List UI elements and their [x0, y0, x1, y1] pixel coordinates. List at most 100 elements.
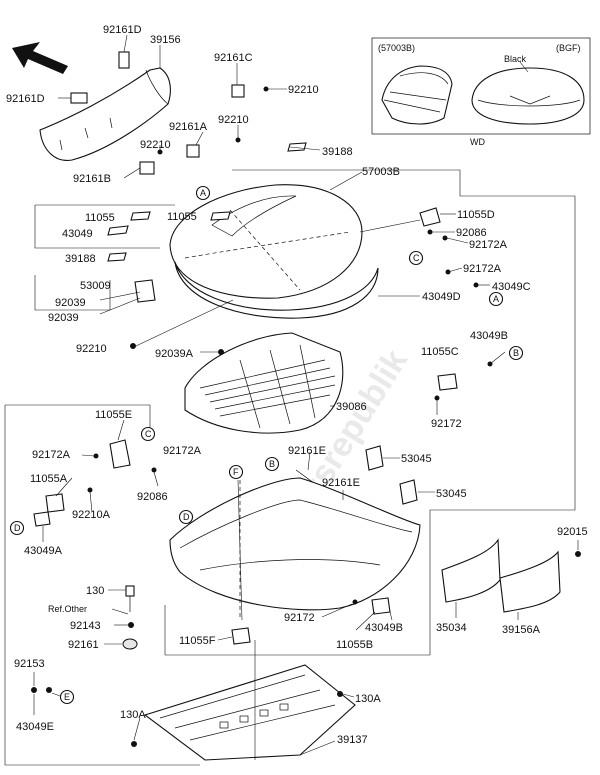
front-direction-arrow	[12, 42, 68, 74]
inset-note: WD	[470, 137, 485, 147]
lid-inner-panel-39156	[39, 67, 171, 161]
label-92172-b: 92172	[284, 612, 315, 624]
label-92172A-b: 92172A	[463, 263, 502, 275]
buckle-53045-a	[365, 445, 384, 471]
label-39188-a: 39188	[322, 146, 353, 158]
label-11055D: 11055D	[457, 209, 495, 221]
label-92161: 92161	[68, 639, 99, 651]
stay-11055-a	[130, 211, 151, 221]
screw-92210A	[87, 487, 93, 493]
clip-92161D-top	[118, 51, 130, 69]
group-frame-case	[4, 405, 200, 766]
label-92210-d: 92210	[76, 343, 107, 355]
inset-color-name: Black	[504, 54, 527, 64]
label-130A-a: 130A	[120, 709, 146, 721]
label-11055A: 11055A	[30, 473, 68, 485]
pin-92172A-c	[93, 453, 99, 459]
label-39156A: 39156A	[502, 624, 541, 636]
label-35034: 35034	[436, 622, 467, 634]
ref-circle-B-right: B	[508, 345, 524, 361]
nut-43049E	[46, 687, 52, 693]
reflector-35034	[441, 538, 501, 603]
group-frame-lid	[164, 169, 576, 656]
label-53045-b: 53045	[436, 488, 467, 500]
label-39086: 39086	[336, 401, 367, 413]
label-92086-a: 92086	[456, 227, 487, 239]
label-92172A-a: 92172A	[469, 239, 508, 251]
part-labels: 92161D 39156 92161D 92161C 92210 92161A …	[6, 24, 588, 746]
label-57003B: 57003B	[362, 166, 400, 178]
ref-circle-D-left: D	[9, 520, 25, 536]
label-43049: 43049	[62, 228, 93, 240]
lid-seal-43049D	[174, 261, 379, 319]
label-43049E: 43049E	[16, 721, 54, 733]
label-43049B-b: 43049B	[365, 622, 403, 634]
bracket-11055F	[231, 627, 251, 645]
color-variant-inset: (57003B) (BGF) Black WD	[371, 37, 591, 147]
group-frame-hinge	[34, 204, 175, 249]
svg-text:D: D	[183, 512, 190, 522]
label-39188-b: 39188	[65, 253, 96, 265]
svg-text:B: B	[269, 459, 275, 469]
clip-92161B	[139, 149, 163, 175]
label-11055E: 11055E	[95, 409, 132, 421]
screw-92210-d	[130, 343, 136, 349]
ref-circle-D-case: D	[178, 509, 194, 525]
top-case-body	[169, 477, 421, 620]
ref-circle-C-upper: C	[408, 250, 424, 266]
inset-color-code: (BGF)	[556, 43, 581, 53]
label-39137: 39137	[337, 734, 368, 746]
label-92161D-top: 92161D	[103, 24, 142, 36]
hinge-53009	[99, 279, 156, 315]
label-11055-b: 11055	[167, 211, 197, 223]
label-92210-b: 92210	[218, 114, 249, 126]
screw-92153	[31, 687, 37, 693]
label-53045-a: 53045	[401, 453, 432, 465]
clip-92161A	[186, 137, 241, 158]
label-92172A-c: 92172A	[32, 449, 71, 461]
label-92153: 92153	[14, 658, 45, 670]
ref-circle-A-right: A	[488, 291, 504, 307]
clip-92161C	[231, 84, 269, 98]
svg-text:A: A	[200, 188, 206, 198]
base-plate-39137	[143, 664, 356, 761]
bolt-130	[125, 585, 135, 612]
label-92143: 92143	[70, 620, 101, 632]
label-92161E-a: 92161E	[288, 445, 326, 457]
group-frame-hinge-lower	[34, 275, 111, 311]
bracket-11055A	[45, 493, 65, 513]
label-130: 130	[86, 585, 104, 597]
svg-text:C: C	[145, 429, 152, 439]
inner-liner-39086	[184, 332, 344, 434]
clip-39188-b	[107, 252, 127, 262]
inset-part-code: (57003B)	[378, 43, 415, 53]
label-39156: 39156	[150, 34, 181, 46]
bracket-11055D	[419, 207, 448, 241]
label-92210A: 92210A	[72, 509, 111, 521]
stay-11055-b	[210, 211, 231, 221]
label-92210-c: 92210	[140, 139, 171, 151]
label-53009: 53009	[80, 280, 111, 292]
label-ref-other: Ref.Other	[48, 604, 87, 614]
label-43049A: 43049A	[24, 545, 63, 557]
label-130A-b: 130A	[355, 693, 381, 705]
label-92039-a: 92039	[55, 297, 86, 309]
label-43049C: 43049C	[492, 281, 531, 293]
ref-circle-C-left: C	[140, 426, 156, 442]
label-92039A: 92039A	[155, 348, 194, 360]
label-92210-a: 92210	[288, 84, 319, 96]
group-frame-case-top	[5, 404, 151, 435]
label-11055C: 11055C	[421, 346, 459, 358]
ref-circle-E: E	[59, 689, 75, 705]
clip-92161D-left	[70, 92, 88, 104]
label-92161B: 92161B	[73, 173, 111, 185]
damper-92161	[122, 638, 138, 650]
ref-circle-A-upper: A	[195, 185, 211, 201]
spring-92086-b	[151, 467, 157, 473]
svg-text:D: D	[14, 523, 21, 533]
ref-circle-F: F	[228, 464, 244, 480]
svg-text:F: F	[233, 467, 239, 477]
stay-43049A	[33, 511, 51, 527]
